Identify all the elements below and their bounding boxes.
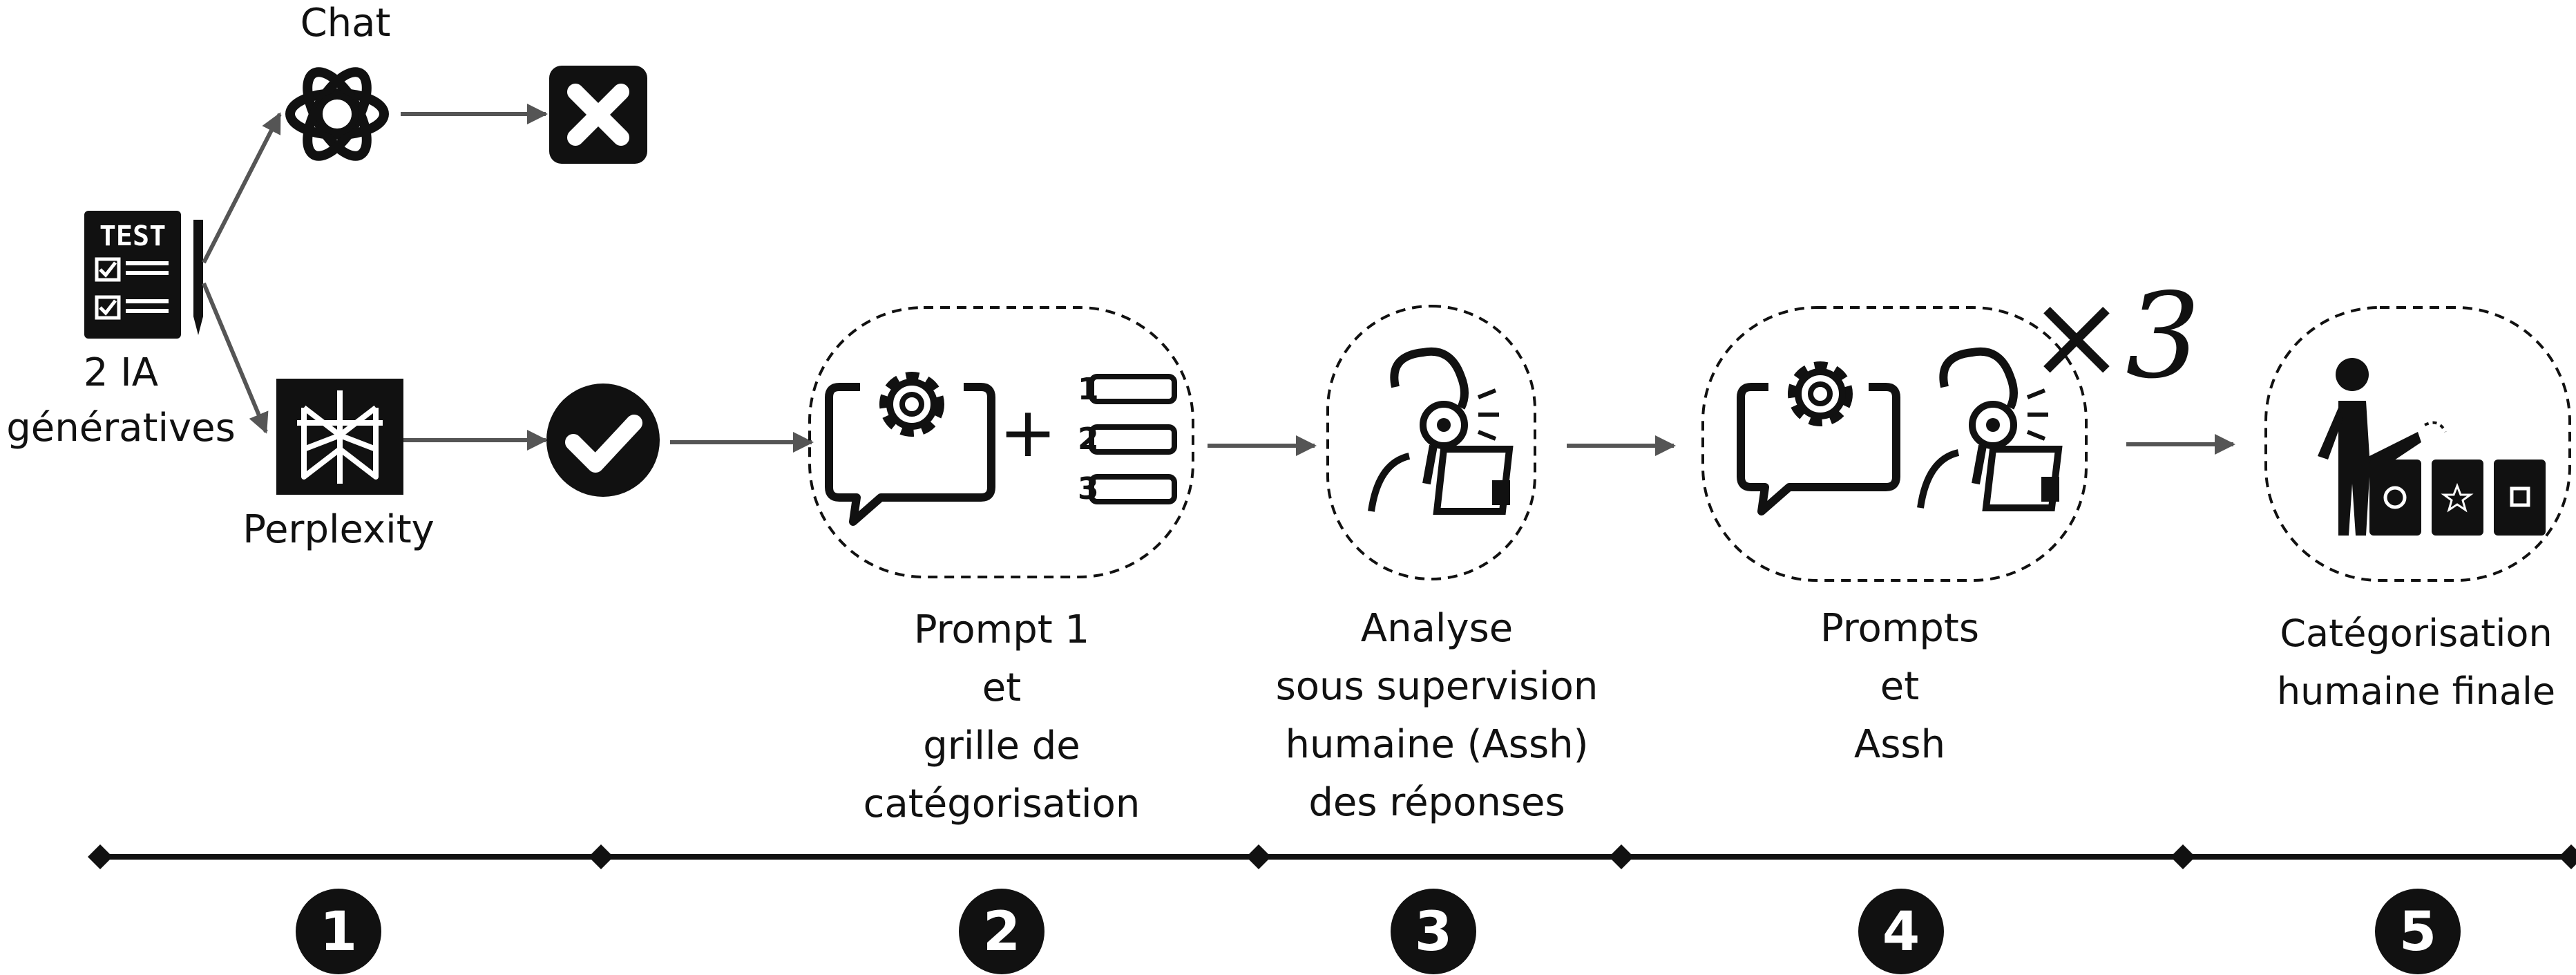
- test-sheet-icon: TEST: [84, 211, 203, 339]
- prompt-gear-icon: [825, 372, 995, 526]
- step-badge-4: 4: [1858, 889, 1944, 974]
- svg-text:2: 2: [983, 901, 1020, 963]
- repeat-times-three: ×3: [2028, 268, 2201, 405]
- timeline-node: [88, 844, 113, 869]
- step-badge-3: 3: [1391, 889, 1476, 974]
- step3-frame: [1326, 305, 1536, 580]
- svg-text:3: 3: [1415, 901, 1452, 963]
- grid-list-icon: 1 2 3: [1078, 372, 1177, 507]
- step2-frame: [808, 306, 1194, 578]
- timeline-node: [2170, 844, 2195, 869]
- perplexity-label: Perplexity: [242, 507, 435, 552]
- perplexity-logo-icon: [276, 379, 403, 495]
- timeline-node: [2559, 844, 2576, 869]
- step-badge-5: 5: [2375, 889, 2461, 974]
- step5-frame: [2264, 306, 2571, 582]
- svg-text:5: 5: [2399, 901, 2436, 963]
- accept-icon: [546, 384, 660, 497]
- human-inspector-icon: [1368, 347, 1514, 515]
- timeline: [88, 844, 2576, 869]
- arrow-to-perplexity: [202, 282, 269, 434]
- timeline-node: [589, 844, 613, 869]
- step-badge-2: 2: [959, 889, 1044, 974]
- chat-label: Chat: [300, 1, 391, 46]
- chat-logo-icon: [285, 67, 389, 161]
- source-caption: 2 IA génératives: [6, 350, 236, 451]
- step3-caption: Analyse sous supervision humaine (Assh) …: [1275, 606, 1599, 825]
- arrow-to-chat: [202, 112, 282, 264]
- sorting-person-bins-icon: [2318, 358, 2546, 536]
- step5-caption: Catégorisation humaine finale: [2276, 612, 2556, 713]
- human-inspector-icon-step4: [1917, 347, 2063, 511]
- step2-caption: Prompt 1 et grille de catégorisation: [863, 607, 1141, 826]
- timeline-node: [1246, 844, 1271, 869]
- step4-caption: Prompts et Assh: [1820, 606, 1980, 767]
- svg-text:TEST: TEST: [99, 220, 166, 252]
- svg-text:4: 4: [1882, 901, 1920, 963]
- svg-text:1: 1: [320, 901, 357, 963]
- step4-frame: [1701, 306, 2088, 582]
- timeline-node: [1609, 844, 1634, 869]
- reject-icon: [549, 66, 647, 164]
- prompt-gear-icon-step4: [1737, 361, 1900, 515]
- plus-sign: +: [999, 392, 1057, 473]
- step-badge-1: 1: [296, 889, 381, 974]
